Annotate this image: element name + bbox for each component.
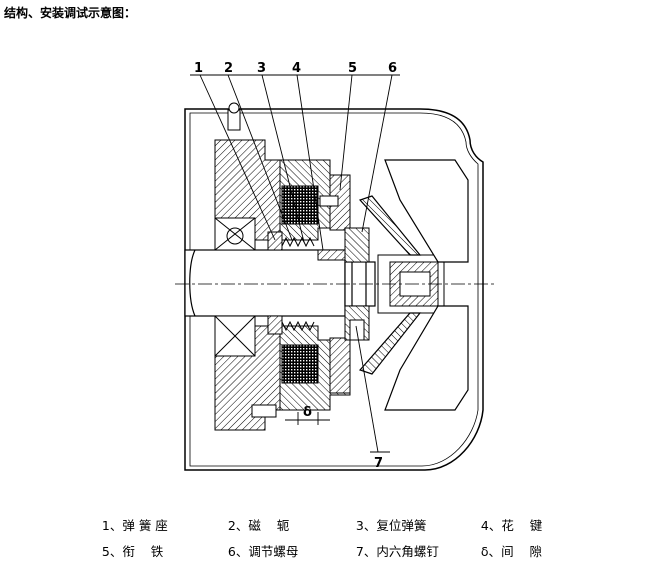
legend-item-2: 2、磁 轭 bbox=[227, 518, 290, 533]
callout-6: 6 bbox=[388, 61, 397, 76]
callout-2: 2 bbox=[224, 61, 233, 76]
spline bbox=[317, 249, 346, 261]
motor-shaft bbox=[184, 249, 376, 317]
legend-item-gap: δ、间 隙 bbox=[480, 544, 542, 559]
hex-socket-screw bbox=[251, 195, 365, 418]
gap-delta-label: δ bbox=[303, 405, 312, 420]
fan-cover-housing bbox=[184, 108, 484, 471]
legend-item-3: 3、复位弹簧 bbox=[355, 518, 427, 533]
callout-5: 5 bbox=[348, 61, 357, 76]
legend-item-1: 1、弹 簧 座 bbox=[101, 518, 168, 533]
adjusting-nut bbox=[344, 227, 370, 341]
clutch-assembly-diagram: 1 2 3 4 5 6 7 δ bbox=[175, 61, 495, 471]
callout-7: 7 bbox=[374, 456, 383, 471]
legend-item-4: 4、花 键 bbox=[480, 518, 543, 533]
legend-item-5: 5、衔 铁 bbox=[101, 544, 164, 559]
spring-seat bbox=[267, 231, 283, 335]
callout-1: 1 bbox=[194, 61, 203, 76]
return-spring bbox=[281, 236, 315, 332]
callout-leaders bbox=[190, 74, 400, 453]
legend-item-7: 7、内六角螺钉 bbox=[355, 544, 439, 559]
armature bbox=[329, 174, 351, 394]
callout-3: 3 bbox=[257, 61, 266, 76]
callout-4: 4 bbox=[292, 61, 301, 76]
magnet-yoke bbox=[265, 159, 351, 411]
diagram-title: 结构、安装调试示意图： bbox=[4, 6, 137, 20]
fan-hub bbox=[377, 254, 445, 314]
fan-blade bbox=[358, 159, 469, 411]
parts-legend: 1、弹 簧 座 2、磁 轭 3、复位弹簧 4、花 键 5、衔 铁 6、调节螺母 … bbox=[0, 494, 665, 559]
legend-item-6: 6、调节螺母 bbox=[227, 544, 299, 559]
